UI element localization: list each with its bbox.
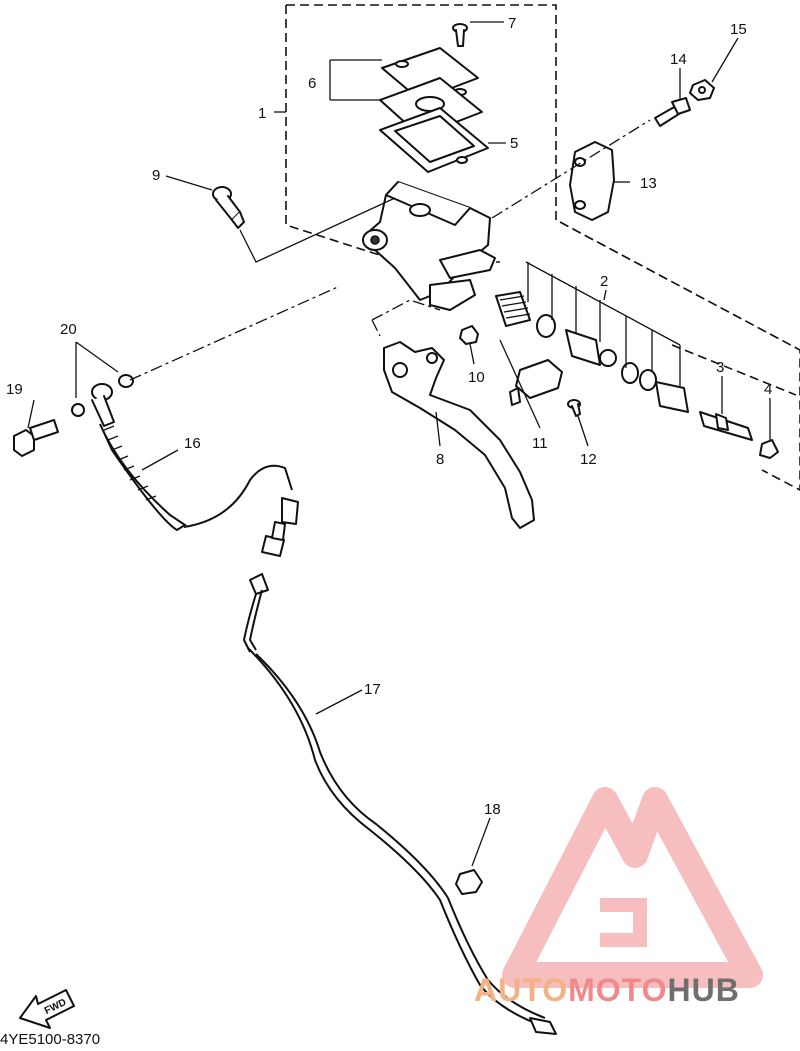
callout-8: 8 — [436, 451, 444, 468]
piston-kit-part — [495, 261, 689, 413]
pipe-clamp-part — [455, 869, 483, 895]
callout-6: 6 — [308, 75, 316, 92]
callout-2: 2 — [600, 273, 608, 290]
alignment-line — [491, 119, 651, 219]
union-bolt-part — [13, 419, 59, 457]
push-rod-part — [699, 411, 753, 441]
callout-16: 16 — [184, 435, 201, 452]
watermark-auto: AUTO — [474, 972, 569, 1008]
brake-lever-part — [383, 341, 535, 529]
piston-kit-boundary — [496, 261, 797, 396]
switch-screw-part — [567, 399, 581, 417]
watermark-brand: AUTOMOTOHUB — [474, 972, 740, 1009]
screw-part — [452, 23, 468, 47]
assembly-boundary — [285, 4, 800, 491]
watermark-logo-icon — [502, 787, 763, 988]
callout-7: 7 — [508, 15, 516, 32]
forward-arrow-icon: FWD — [19, 989, 75, 1029]
callout-15: 15 — [730, 21, 747, 38]
callout-9: 9 — [152, 167, 160, 184]
callout-13: 13 — [640, 175, 657, 192]
callout-18: 18 — [484, 801, 501, 818]
watermark-moto: MOTO — [568, 972, 668, 1008]
document-code: 4YE5100-8370 — [0, 1031, 101, 1048]
pivot-nut-part — [459, 325, 479, 345]
callout-14: 14 — [670, 51, 687, 68]
banjo-bolt-part — [212, 186, 245, 229]
callout-10: 10 — [468, 369, 485, 386]
callout-11: 11 — [532, 435, 548, 452]
callout-5: 5 — [510, 135, 518, 152]
callout-4: 4 — [764, 381, 772, 398]
hose-joint-part — [261, 497, 299, 557]
callout-20: 20 — [60, 321, 77, 338]
master-cylinder-body-part — [362, 181, 496, 311]
brake-hose-part — [91, 383, 293, 532]
callout-labels: 1 2 3 4 5 6 7 8 9 10 11 12 13 14 15 16 1… — [6, 15, 772, 818]
callout-19: 19 — [6, 381, 23, 398]
brake-pipe-part — [242, 573, 557, 1035]
callout-12: 12 — [580, 451, 597, 468]
alignment-line — [371, 299, 441, 337]
holder-clamp-part — [569, 141, 615, 221]
alignment-line — [239, 197, 396, 263]
boot-part — [759, 439, 779, 459]
holder-bolt-part — [654, 97, 691, 127]
callout-3: 3 — [716, 359, 724, 376]
alignment-line — [129, 285, 341, 381]
brake-switch-part — [509, 359, 563, 406]
callout-17: 17 — [364, 681, 381, 698]
diaphragm-part — [379, 107, 489, 173]
nut-part — [689, 79, 715, 101]
callout-1: 1 — [258, 105, 266, 122]
watermark-hub: HUB — [667, 972, 740, 1008]
callout-leaders — [27, 21, 771, 867]
copper-washer-part — [71, 374, 134, 417]
